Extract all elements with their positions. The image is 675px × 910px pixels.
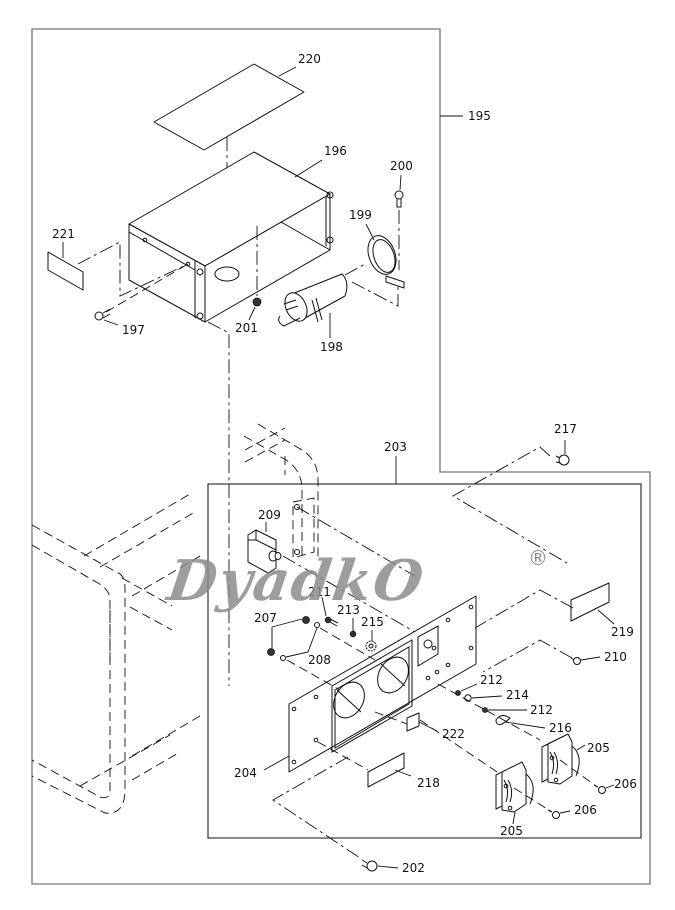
callout-200: 200 xyxy=(390,159,413,173)
screw-206-lower[interactable] xyxy=(547,809,560,819)
lock-washer-215[interactable] xyxy=(365,640,377,652)
nut-207[interactable] xyxy=(267,616,310,656)
callout-219: 219 xyxy=(611,625,634,639)
washer-213[interactable] xyxy=(349,630,357,638)
watermark-registered-mark: ® xyxy=(528,546,548,570)
callout-206-b: 206 xyxy=(574,803,597,817)
callout-212-b: 212 xyxy=(530,703,553,717)
callout-217: 217 xyxy=(554,422,577,436)
watermark-text: DyadkO xyxy=(162,548,429,614)
callout-205-b: 205 xyxy=(500,824,523,838)
callout-214: 214 xyxy=(506,688,529,702)
callout-210: 210 xyxy=(604,650,627,664)
control-panel-204[interactable] xyxy=(288,595,477,773)
callout-197: 197 xyxy=(122,323,145,337)
callout-211: 211 xyxy=(308,585,331,599)
label-222[interactable] xyxy=(406,712,420,732)
callout-206-a: 206 xyxy=(614,777,637,791)
callout-195: 195 xyxy=(468,109,491,123)
nut-201[interactable] xyxy=(252,297,262,307)
callout-221: 221 xyxy=(52,227,75,241)
label-219[interactable] xyxy=(570,582,610,622)
label-221[interactable] xyxy=(47,251,84,291)
callout-207: 207 xyxy=(254,611,277,625)
label-218[interactable] xyxy=(367,752,405,788)
callout-215: 215 xyxy=(361,615,384,629)
clamp-199[interactable] xyxy=(363,232,405,289)
callout-209: 209 xyxy=(258,508,281,522)
outer-frame xyxy=(31,28,651,885)
callout-218: 218 xyxy=(417,776,440,790)
callout-198: 198 xyxy=(320,340,343,354)
receptacle-205-upper[interactable] xyxy=(541,733,580,785)
callout-216: 216 xyxy=(549,721,572,735)
bolt-202[interactable] xyxy=(361,859,378,872)
callout-199: 199 xyxy=(349,208,372,222)
callout-203: 203 xyxy=(384,440,407,454)
callout-201: 201 xyxy=(235,321,258,335)
control-box-196[interactable] xyxy=(128,151,334,323)
washer-208[interactable] xyxy=(280,622,320,661)
frame-tube xyxy=(31,423,319,814)
callout-220: 220 xyxy=(298,52,321,66)
screw-211[interactable] xyxy=(324,616,339,627)
callout-202: 202 xyxy=(402,861,425,875)
callout-204: 204 xyxy=(234,766,257,780)
label-220[interactable] xyxy=(153,63,305,151)
watermark: DyadkO ® xyxy=(162,546,548,614)
screw-200[interactable] xyxy=(394,190,404,208)
inner-frame-203 xyxy=(207,483,642,839)
callout-222: 222 xyxy=(442,727,465,741)
washer-212-b[interactable] xyxy=(482,707,488,713)
callout-205-a: 205 xyxy=(587,741,610,755)
callout-212-a: 212 xyxy=(480,673,503,687)
callout-208: 208 xyxy=(308,653,331,667)
callout-213: 213 xyxy=(337,603,360,617)
receptacle-205-lower[interactable] xyxy=(495,761,534,813)
screw-197[interactable] xyxy=(94,263,189,321)
circuit-breaker-209[interactable] xyxy=(247,529,282,574)
screw-210[interactable] xyxy=(570,657,581,665)
bolt-217[interactable] xyxy=(555,454,570,466)
capacitor-198[interactable] xyxy=(278,273,348,327)
callout-196: 196 xyxy=(324,144,347,158)
